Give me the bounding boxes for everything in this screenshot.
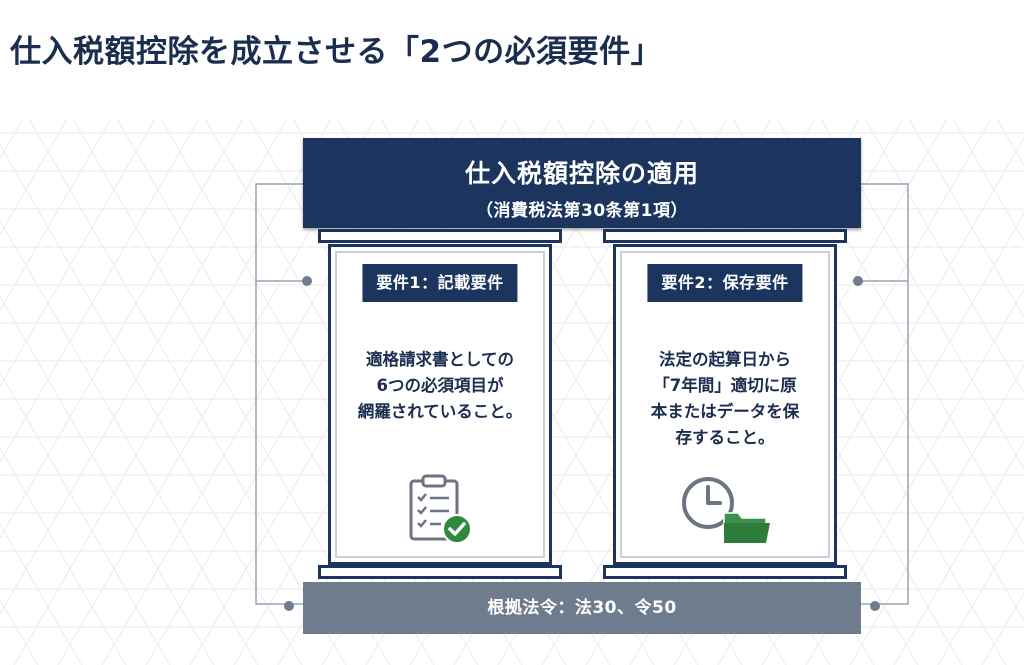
requirement-2-line: 法定の起算日から — [659, 350, 791, 369]
clock-folder-icon — [682, 477, 770, 544]
requirement-2-pillar: 要件2：保存要件 法定の起算日から 「7年間」適切に原 本またはデータを保 存す… — [613, 244, 837, 565]
pillar-cap — [603, 229, 847, 243]
requirement-1-line: 適格請求書としての — [365, 350, 514, 369]
pillar-base — [318, 565, 562, 579]
pillar-cap — [318, 229, 562, 243]
requirement-2-line: 存すること。 — [675, 428, 775, 447]
requirement-2-line: 「7年間」適切に原 — [653, 376, 797, 395]
pillar-base — [603, 565, 847, 579]
requirement-2-line: 本またはデータを保 — [650, 402, 800, 421]
connector-dot — [853, 276, 863, 286]
connector-dot — [870, 601, 880, 611]
connector-dot — [302, 276, 312, 286]
clipboard-check-icon — [409, 474, 472, 544]
header-banner: 仕入税額控除の適用 （消費税法第30条第1項） — [303, 138, 861, 228]
connector-dot — [284, 601, 294, 611]
requirement-2-description: 法定の起算日から 「7年間」適切に原 本またはデータを保 存すること。 — [624, 347, 826, 451]
footer-banner: 根拠法令：法30、令50 — [303, 582, 861, 634]
requirement-1-line: 6つの必須項目が — [376, 376, 504, 395]
header-subtitle: （消費税法第30条第1項） — [476, 201, 688, 221]
requirement-2-label: 要件2：保存要件 — [647, 264, 803, 302]
requirement-1-label: 要件1：記載要件 — [362, 264, 518, 302]
requirement-1-pillar: 要件1：記載要件 適格請求書としての 6つの必須項目が 網羅されていること。 — [328, 244, 552, 565]
requirement-1-description: 適格請求書としての 6つの必須項目が 網羅されていること。 — [339, 347, 541, 425]
page-title: 仕入税額控除を成立させる「2つの必須要件」 — [10, 34, 663, 70]
header-title: 仕入税額控除の適用 — [464, 159, 699, 188]
requirement-1-line: 網羅されていること。 — [357, 402, 523, 421]
